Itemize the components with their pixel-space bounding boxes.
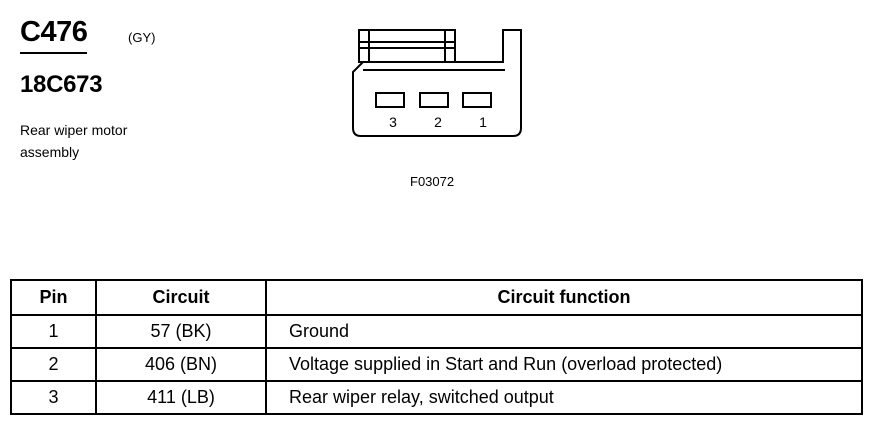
connector-latch (358, 29, 456, 63)
cell-pin: 3 (10, 380, 97, 415)
connector-housing (352, 29, 522, 137)
header-circuit-function: Circuit function (265, 279, 863, 316)
cell-pin: 2 (10, 347, 97, 382)
connector-header: C476 (GY) (20, 18, 155, 54)
header-circuit: Circuit (95, 279, 267, 316)
pinout-table: Pin Circuit Circuit function 1 57 (BK) G… (10, 279, 863, 415)
connector-face-diagram: 3 2 1 (352, 29, 522, 137)
pin-label-1: 1 (479, 114, 487, 130)
cell-circuit: 411 (LB) (95, 380, 267, 415)
cell-pin: 1 (10, 314, 97, 349)
part-number: 18C673 (20, 71, 103, 98)
cell-function: Rear wiper relay, switched output (265, 380, 863, 415)
component-description: Rear wiper motor assembly (20, 119, 180, 163)
table-row: 1 57 (BK) Ground (10, 314, 863, 349)
description-line-1: Rear wiper motor (20, 122, 128, 138)
cell-function: Ground (265, 314, 863, 349)
header-pin: Pin (10, 279, 97, 316)
terminal-cavity-3 (375, 92, 405, 108)
cell-circuit: 406 (BN) (95, 347, 267, 382)
table-row: 2 406 (BN) Voltage supplied in Start and… (10, 347, 863, 382)
terminal-cavity-2 (419, 92, 449, 108)
figure-code: F03072 (410, 174, 455, 189)
connector-id: C476 (20, 18, 88, 54)
pin-label-3: 3 (389, 114, 397, 130)
cell-function: Voltage supplied in Start and Run (overl… (265, 347, 863, 382)
connector-color-code: (GY) (128, 30, 156, 45)
table-header-row: Pin Circuit Circuit function (10, 279, 863, 316)
cell-circuit: 57 (BK) (95, 314, 267, 349)
description-line-2: assembly (20, 144, 80, 160)
pin-label-2: 2 (434, 114, 442, 130)
terminal-cavity-1 (462, 92, 492, 108)
table-row: 3 411 (LB) Rear wiper relay, switched ou… (10, 380, 863, 415)
